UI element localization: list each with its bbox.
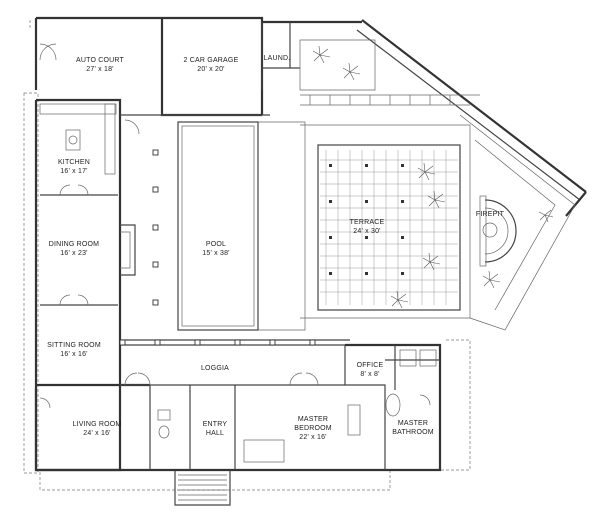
size-sitting-room: 16' x 16' [60, 351, 87, 358]
label-pool: POOL [206, 241, 226, 248]
kitchen-fixtures [39, 103, 117, 175]
size-office: 8' x 8' [360, 371, 379, 378]
firepit [479, 195, 517, 267]
label-entry-hall: HALL [206, 430, 224, 437]
size-pool: 15' x 38' [202, 250, 229, 257]
room-labels: AUTO COURT 27' x 18' 2 CAR GARAGE 20' x … [47, 55, 505, 441]
label-living-room: LIVING ROOM [73, 421, 122, 428]
label-garage: 2 CAR GARAGE [184, 57, 239, 64]
size-kitchen: 16' x 17' [60, 168, 87, 175]
garden-walkway [299, 39, 576, 331]
size-master-bedroom: 22' x 16' [299, 434, 326, 441]
label-master-bedroom-sub: BEDROOM [294, 425, 332, 432]
label-master-bedroom: MASTER [298, 416, 328, 423]
main-walls [34, 16, 587, 506]
label-terrace: TERRACE [350, 219, 385, 226]
label-sitting-room: SITTING ROOM [47, 342, 101, 349]
label-laundry: LAUND. [264, 55, 291, 62]
label-firepit: FIREPIT [476, 211, 505, 218]
terrace-grid [300, 124, 471, 319]
courtyard-columns [119, 149, 316, 346]
fireplace [120, 224, 136, 276]
size-living-room: 24' x 16' [83, 430, 110, 437]
label-loggia: LOGGIA [201, 365, 229, 372]
label-kitchen: KITCHEN [58, 159, 90, 166]
label-master-bathroom: MASTER [398, 420, 428, 427]
size-terrace: 24' x 30' [353, 228, 380, 235]
label-entry: ENTRY [203, 421, 228, 428]
plants [312, 45, 554, 309]
label-office: OFFICE [357, 362, 384, 369]
size-garage: 20' x 20' [197, 66, 224, 73]
label-auto-court: AUTO COURT [76, 57, 125, 64]
label-master-bathroom-sub: BATHROOM [392, 429, 434, 436]
pool [177, 121, 306, 331]
size-auto-court: 27' x 18' [86, 66, 113, 73]
size-dining-room: 16' x 23' [60, 250, 87, 257]
door-swings [39, 43, 431, 409]
label-dining-room: DINING ROOM [49, 241, 99, 248]
bath-fixtures [157, 349, 437, 463]
